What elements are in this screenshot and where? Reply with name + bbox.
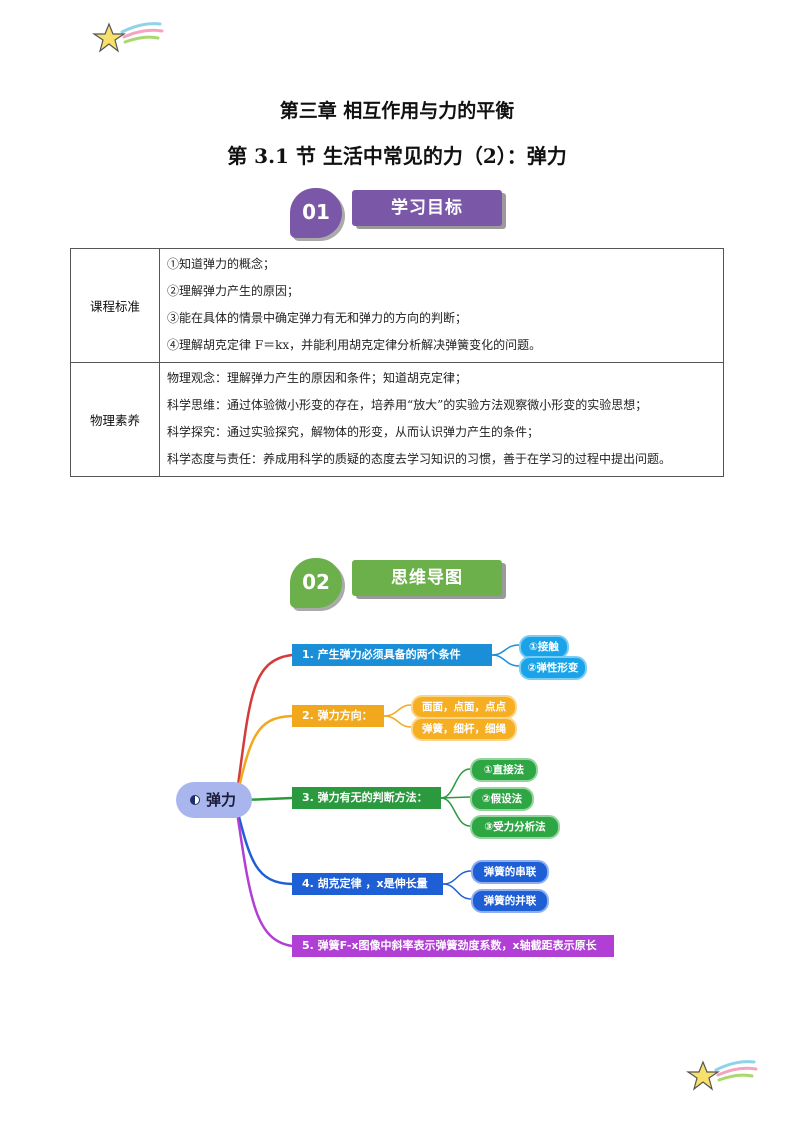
row-header: 课程标准	[70, 248, 160, 363]
mindmap-leaf: 面面，点面，点点	[411, 695, 517, 719]
table-row: 物理素养 物理观念：理解弹力产生的原因和条件；知道胡克定律； 科学思维：通过体验…	[70, 362, 724, 477]
mindmap-root: 弹力	[176, 782, 252, 818]
section-badge-mindmap: 思维导图 02	[290, 558, 506, 608]
learning-goals-table: 课程标准 ①知道弹力的概念； ②理解弹力产生的原因； ③能在具体的情景中确定弹力…	[70, 248, 724, 477]
row-header: 物理素养	[70, 362, 160, 477]
content-line: 科学态度与责任：养成用科学的质疑的态度去学习知识的习惯，善于在学习的过程中提出问…	[167, 452, 672, 466]
section-badge-goals: 学习目标 01	[290, 188, 506, 238]
content-line: ④理解胡克定律 F＝kx，并能利用胡克定律分析解决弹簧变化的问题。	[167, 338, 542, 352]
section-title: 第 3.1 节 生活中常见的力（2）：弹力	[227, 144, 567, 168]
content-line: ③能在具体的情景中确定弹力有无和弹力的方向的判断；	[167, 311, 468, 325]
content-line: ①知道弹力的概念；	[167, 257, 276, 271]
star-decoration-icon	[686, 1060, 758, 1091]
table-row: 课程标准 ①知道弹力的概念； ②理解弹力产生的原因； ③能在具体的情景中确定弹力…	[70, 248, 724, 363]
content-line: 科学思维：通过体验微小形变的存在，培养用“放大”的实验方法观察微小形变的实验思想…	[167, 398, 648, 412]
section-badge-label: 学习目标	[352, 190, 502, 226]
mindmap-leaf: ②弹性形变	[519, 656, 587, 680]
mindmap-branch-judgment: 3. 弹力有无的判断方法：	[292, 787, 441, 809]
mindmap-leaf: 弹簧的并联	[471, 889, 549, 913]
chapter-title: 第三章 相互作用与力的平衡	[279, 100, 515, 122]
half-circle-icon	[190, 795, 200, 805]
content-line: ②理解弹力产生的原因；	[167, 284, 300, 298]
mindmap-leaf: 弹簧，细杆，细绳	[411, 717, 517, 741]
mindmap-leaf: ③受力分析法	[470, 815, 560, 839]
mindmap-branch-graph: 5. 弹簧F-x图像中斜率表示弹簧劲度系数，x轴截距表示原长	[292, 935, 614, 957]
star-decoration-icon	[92, 22, 164, 53]
section-badge-label: 思维导图	[352, 560, 502, 596]
content-line: 科学探究：通过实验探究，解物体的形变，从而认识弹力产生的条件；	[167, 425, 540, 439]
mindmap-leaf: 弹簧的串联	[471, 860, 549, 884]
row-content: ①知道弹力的概念； ②理解弹力产生的原因； ③能在具体的情景中确定弹力有无和弹力…	[159, 248, 724, 363]
section-badge-number: 02	[302, 570, 330, 594]
mindmap-leaf: ①接触	[519, 635, 569, 659]
mindmap-leaf: ①直接法	[470, 758, 538, 782]
mindmap-branch-conditions: 1. 产生弹力必须具备的两个条件	[292, 644, 492, 666]
content-line: 物理观念：理解弹力产生的原因和条件；知道胡克定律；	[167, 371, 468, 385]
mindmap-leaf: ②假设法	[470, 787, 534, 811]
mindmap-branch-direction: 2. 弹力方向：	[292, 705, 384, 727]
mindmap-branch-hooke: 4. 胡克定律 ，x是伸长量	[292, 873, 443, 895]
row-content: 物理观念：理解弹力产生的原因和条件；知道胡克定律； 科学思维：通过体验微小形变的…	[159, 362, 724, 477]
section-badge-number: 01	[302, 200, 330, 224]
mindmap-root-label: 弹力	[206, 791, 237, 809]
